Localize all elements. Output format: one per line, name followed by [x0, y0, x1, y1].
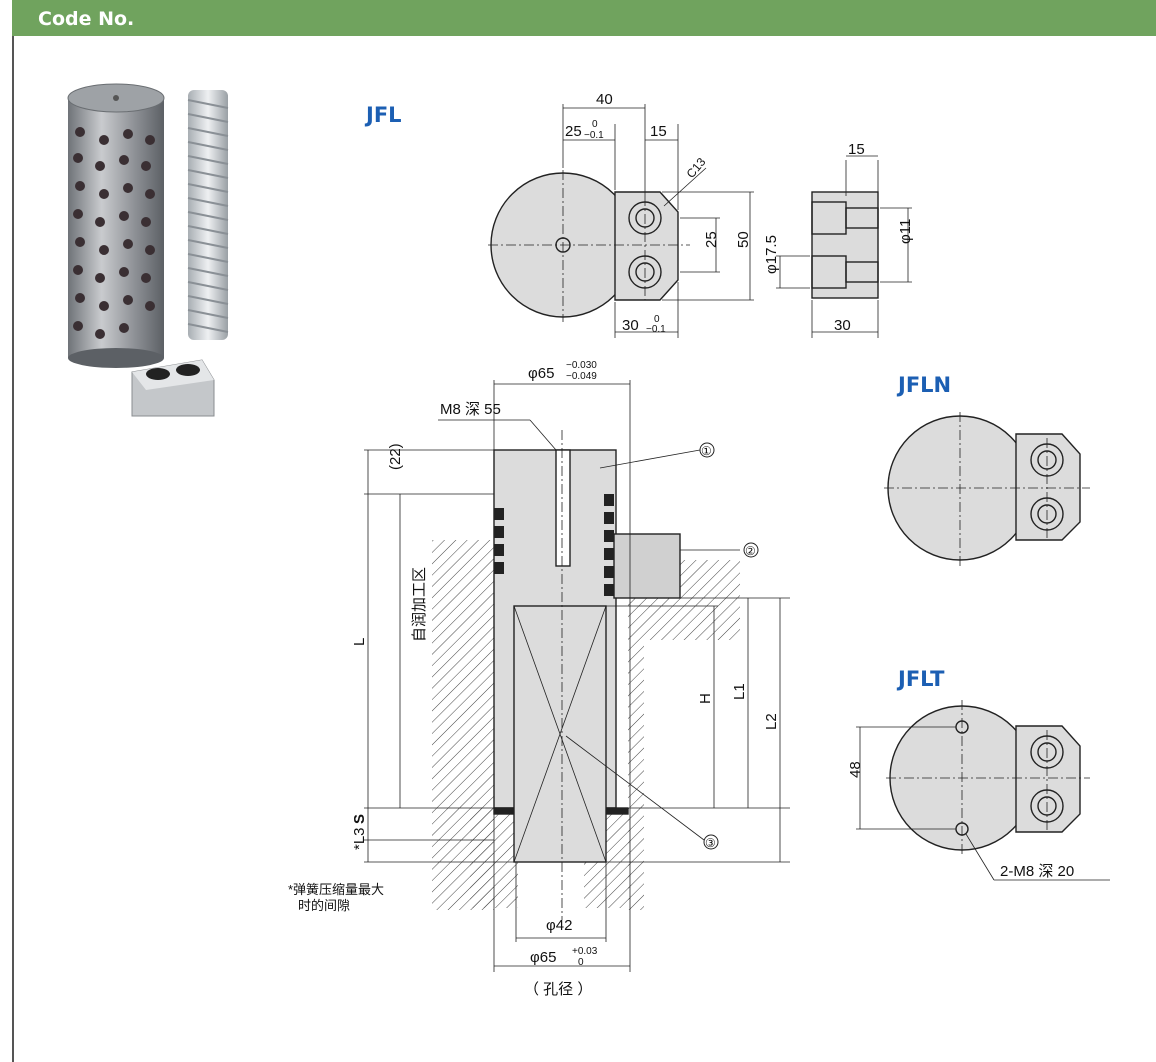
self-lube-zone-label: 自润加工区	[411, 567, 428, 642]
dim-25-vert: 25	[703, 231, 720, 248]
label-jflt: JFLT	[896, 667, 945, 691]
header-bar: Code No.	[12, 0, 1156, 36]
dim-48: 48	[847, 761, 864, 778]
tol-phi65-bottom-upper: +0.03	[572, 946, 598, 957]
dim-50: 50	[735, 231, 752, 248]
dim-S: S	[351, 814, 368, 824]
dim-phi11: φ11	[897, 219, 914, 244]
jflt-view	[856, 700, 1110, 881]
dim-L: L	[351, 638, 368, 646]
tol-phi65-top-upper: −0.030	[566, 360, 597, 371]
tol-25-lower: −0.1	[584, 130, 604, 141]
jfln-view	[884, 412, 1090, 566]
dim-40: 40	[596, 91, 613, 108]
frame-border	[12, 36, 14, 1062]
product-photo	[67, 83, 229, 417]
dim-L2: L2	[763, 713, 780, 730]
callout-1: ①	[701, 444, 712, 458]
tol-phi65-bottom-lower: 0	[578, 957, 584, 968]
tol-25-upper: 0	[592, 119, 598, 130]
tol-30-lower: −0.1	[646, 324, 666, 335]
hole-diameter-label: （ 孔径 ）	[524, 981, 592, 998]
dim-c13: C13	[684, 155, 709, 181]
dim-phi65-top: φ65	[528, 365, 554, 382]
callout-2: ②	[745, 544, 756, 558]
block-photo	[131, 359, 215, 417]
jfl-top-view	[488, 104, 754, 338]
jfl-side-view	[776, 155, 912, 338]
jfl-top-dims: 40 25 0 −0.1 15 C13 25 50 30 0 −0.1	[565, 91, 752, 335]
note-line-1: *弹簧压缩量最大	[288, 882, 384, 897]
dim-30: 30	[622, 317, 639, 334]
dim-m8: M8 深 55	[440, 401, 501, 418]
dim-phi42: φ42	[546, 917, 572, 934]
dim-L1: L1	[731, 683, 748, 700]
header-title: Code No.	[38, 8, 135, 30]
dim-H: H	[697, 693, 714, 704]
m8-tap-label: 2-M8 深 20	[1000, 863, 1074, 880]
section-dims: φ65 −0.030 −0.049 M8 深 55 (22) L 自润加工区 H…	[288, 360, 780, 998]
callout-3: ③	[705, 836, 716, 850]
jflt-dims: 48 2-M8 深 20	[847, 761, 1074, 880]
dim-L3: *L3	[351, 827, 368, 850]
note-line-2: 时的间隙	[298, 898, 350, 913]
dim-side-15: 15	[848, 141, 865, 158]
label-jfln: JFLN	[896, 373, 951, 397]
section-view	[364, 380, 790, 972]
tol-30-upper: 0	[654, 314, 660, 325]
spring-photo	[187, 90, 229, 340]
tol-phi65-top-lower: −0.049	[566, 371, 597, 382]
dim-22: (22)	[387, 443, 404, 470]
label-jfl: JFL	[364, 103, 402, 127]
jfl-side-dims: 15 φ11 φ17.5 30	[763, 141, 914, 334]
dim-phi65-bottom: φ65	[530, 949, 556, 966]
dim-25: 25	[565, 123, 582, 140]
dim-side-30: 30	[834, 317, 851, 334]
dim-phi175: φ17.5	[763, 235, 780, 274]
dim-15-top: 15	[650, 123, 667, 140]
